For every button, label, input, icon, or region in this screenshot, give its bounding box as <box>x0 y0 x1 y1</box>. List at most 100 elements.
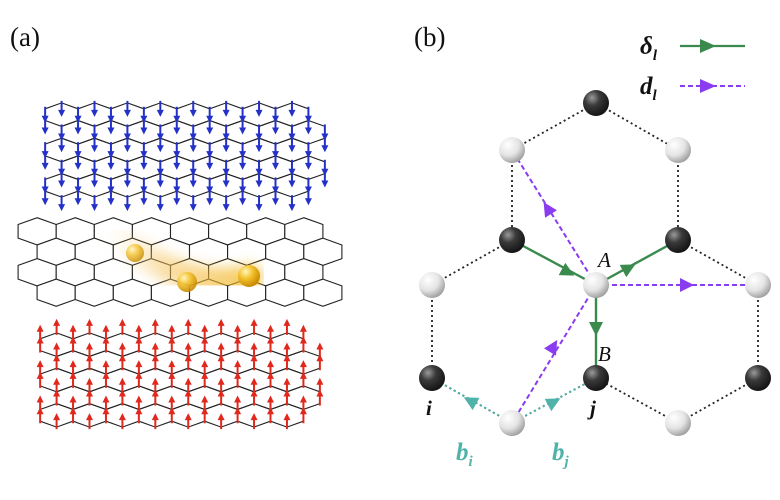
arrow-up-icon <box>53 413 61 430</box>
arrow-up-icon <box>86 413 94 430</box>
light-sphere-icon <box>745 272 771 298</box>
arrow-up-icon <box>184 354 192 371</box>
arrow-up-icon <box>168 336 176 353</box>
arrow-down-icon <box>288 100 296 117</box>
arrow-up-icon <box>234 407 242 424</box>
arrow-up-icon <box>250 318 258 335</box>
arrow-up-icon <box>283 389 291 406</box>
arrow-up-icon <box>168 371 176 388</box>
arrow-down-icon <box>156 171 164 188</box>
arrow-down-icon <box>107 153 115 170</box>
legend: δl dl <box>640 33 745 104</box>
atom-B <box>583 365 609 391</box>
arrow-up-icon <box>86 389 94 406</box>
arrow-down-icon <box>173 118 181 135</box>
arrow-up-icon <box>36 324 44 341</box>
arrow-down-icon <box>74 189 82 206</box>
arrow-up-icon <box>168 407 176 424</box>
arrow-icon <box>543 339 558 356</box>
arrow-down-icon <box>304 153 312 170</box>
site-label-A: A <box>596 248 611 272</box>
arrow-up-icon <box>102 336 110 353</box>
arrow-down-icon <box>222 195 230 212</box>
arrow-up-icon <box>283 318 291 335</box>
legend-item-nnn: dl <box>640 73 745 104</box>
arrow-up-icon <box>151 413 159 430</box>
arrow-up-icon <box>36 395 44 412</box>
arrow-icon <box>463 397 480 411</box>
arrow-down-icon <box>304 189 312 206</box>
arrow-down-icon <box>74 153 82 170</box>
arrow-up-icon <box>283 354 291 371</box>
arrow-up-icon <box>316 389 324 406</box>
arrow-down-icon <box>304 118 312 135</box>
arrow-down-icon <box>140 189 148 206</box>
arrow-down-icon <box>41 142 49 159</box>
arrow-down-icon <box>189 195 197 212</box>
arrow-down-icon <box>41 177 49 194</box>
arrow-up-icon <box>217 413 225 430</box>
arrow-up-icon <box>184 413 192 430</box>
nn-vectors <box>511 238 679 378</box>
arrow-down-icon <box>239 189 247 206</box>
arrow-down-icon <box>288 136 296 153</box>
arrow-up-icon <box>135 371 143 388</box>
arrow-up-icon <box>102 371 110 388</box>
atom-i <box>419 365 445 391</box>
arrow-down-icon <box>189 100 197 117</box>
arrow-up-icon <box>118 413 126 430</box>
magnon-sphere <box>238 265 260 287</box>
atom-A <box>583 272 609 298</box>
arrow-down-icon <box>271 153 279 170</box>
arrow-down-icon <box>271 118 279 135</box>
arrow-down-icon <box>107 118 115 135</box>
dark-sphere-icon <box>745 365 771 391</box>
arrow-up-icon <box>266 336 274 353</box>
arrow-up-icon <box>69 371 77 388</box>
arrow-down-icon <box>239 153 247 170</box>
arrow-down-icon <box>239 118 247 135</box>
arrow-down-icon <box>189 171 197 188</box>
arrow-down-icon <box>58 136 66 153</box>
arrow-down-icon <box>189 136 197 153</box>
svg-text:δl: δl <box>640 33 658 64</box>
arrow-up-icon <box>36 360 44 377</box>
arrow-up-icon <box>234 336 242 353</box>
panel-b-label: (b) <box>414 22 445 52</box>
arrow-up-icon <box>102 407 110 424</box>
arrow-up-icon <box>151 318 159 335</box>
nn-arrowheads <box>558 262 636 336</box>
site-label-i: i <box>426 396 432 420</box>
arrow-down-icon <box>271 189 279 206</box>
arrow-down-icon <box>107 189 115 206</box>
arrow-up-icon <box>118 318 126 335</box>
dark-sphere-icon <box>583 90 609 116</box>
arrow-up-icon <box>266 371 274 388</box>
arrow-up-icon <box>217 318 225 335</box>
magnon-sphere <box>177 272 197 292</box>
atoms <box>419 90 771 436</box>
arrow-up-icon <box>201 371 209 388</box>
arrow-up-icon <box>299 407 307 424</box>
arrow-icon <box>544 398 561 412</box>
light-sphere-icon <box>499 137 525 163</box>
arrow-down-icon <box>58 100 66 117</box>
arrow-down-icon <box>123 171 131 188</box>
lattice-top <box>41 100 329 212</box>
arrow-up-icon <box>151 389 159 406</box>
bond-label-i: bi <box>456 439 474 470</box>
magnon-sphere <box>126 244 144 262</box>
hexagon-cell <box>303 278 343 307</box>
arrow-icon <box>619 264 636 278</box>
arrow-up-icon <box>299 336 307 353</box>
arrow-down-icon <box>123 100 131 117</box>
arrow-up-icon <box>250 413 258 430</box>
arrow-down-icon <box>123 195 131 212</box>
panel-a: (a) <box>10 22 343 430</box>
arrow-up-icon <box>234 371 242 388</box>
arrow-up-icon <box>69 407 77 424</box>
arrow-up-icon <box>316 354 324 371</box>
arrow-up-icon <box>53 318 61 335</box>
arrow-up-icon <box>283 413 291 430</box>
